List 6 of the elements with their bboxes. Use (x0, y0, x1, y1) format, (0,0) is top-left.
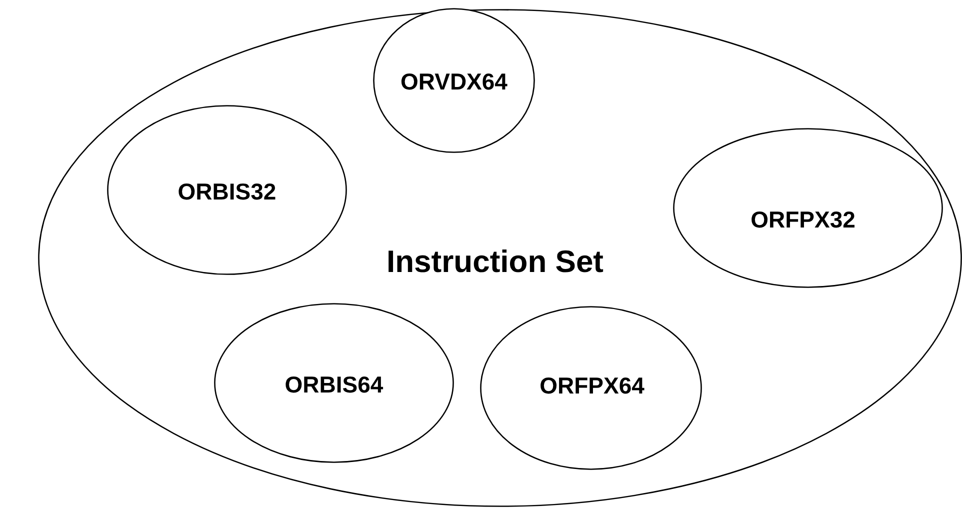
ellipse-label: ORBIS64 (284, 372, 384, 398)
ellipse-label: ORBIS32 (178, 178, 276, 206)
ellipse-label: ORFPX64 (540, 372, 644, 400)
ellipse-label: ORVDX64 (400, 68, 508, 96)
ellipse-label: ORFPX32 (750, 206, 856, 234)
ellipse-label: Instruction Set (386, 244, 604, 280)
